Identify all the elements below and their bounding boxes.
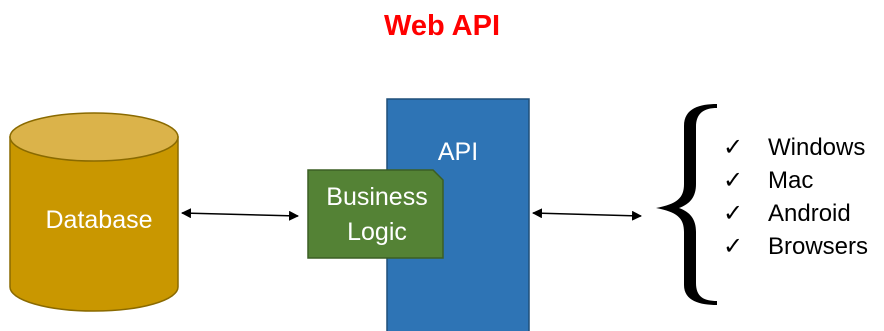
api-platforms-arrow <box>532 208 642 221</box>
platform-label: Windows <box>768 134 865 161</box>
platform-list: ✓ Windows ✓ Mac ✓ Android ✓ Browsers <box>723 134 868 260</box>
platform-label: Mac <box>768 167 813 194</box>
curly-brace <box>656 104 717 305</box>
platform-item-android: ✓ Android <box>723 200 851 227</box>
check-icon: ✓ <box>723 167 743 194</box>
platform-label: Browsers <box>768 233 868 260</box>
database-cylinder-top <box>9 112 179 162</box>
business-logic-shape <box>307 169 444 259</box>
check-icon: ✓ <box>723 233 743 260</box>
platform-item-browsers: ✓ Browsers <box>723 233 868 260</box>
diagram-title: Web API <box>383 10 500 42</box>
database-cylinder: Database <box>9 112 179 312</box>
api-label: API <box>438 138 478 166</box>
business-logic-label-line1: Business <box>326 183 427 211</box>
platform-item-mac: ✓ Mac <box>723 167 813 194</box>
platform-item-windows: ✓ Windows <box>723 134 865 161</box>
business-logic-box: Business Logic <box>307 169 444 259</box>
business-logic-label-line2: Logic <box>347 218 407 246</box>
database-cylinder-body <box>9 136 179 312</box>
database-logic-arrow <box>181 208 299 221</box>
check-icon: ✓ <box>723 200 743 227</box>
check-icon: ✓ <box>723 134 743 161</box>
platform-label: Android <box>768 200 851 227</box>
database-label: Database <box>45 206 152 234</box>
